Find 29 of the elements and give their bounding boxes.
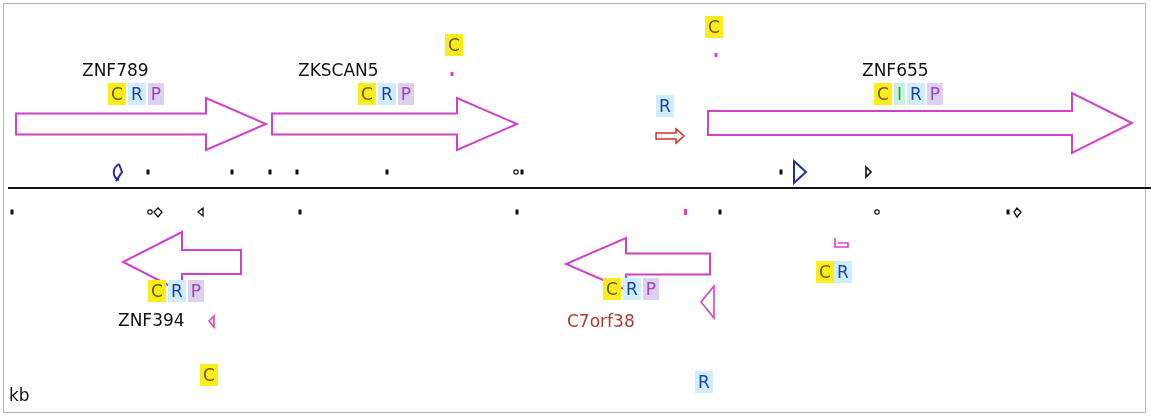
track-letter-badge: I [893, 83, 905, 105]
gene-name: ZKSCAN5 [298, 60, 379, 80]
track-letter-badge: R [377, 83, 396, 105]
track-letter-badge: R [906, 83, 925, 105]
track-letter-badge: P [147, 83, 164, 105]
track-letter-badge: C [148, 280, 166, 302]
track-letter-badge: R [656, 95, 674, 117]
track-letter-badge: C [705, 16, 723, 38]
track-letter-badge: R [834, 261, 852, 283]
gene-name: ZNF394 [118, 310, 185, 330]
track-letter-badge: R [127, 83, 146, 105]
track-letter-badge: P [187, 280, 204, 302]
track-letter-badge: R [622, 278, 641, 300]
track-letter-badge: C [108, 83, 126, 105]
gene-name: C7orf38 [567, 311, 635, 331]
track-letter-badge: C [200, 364, 218, 386]
gene-name: ZNF789 [82, 60, 149, 80]
track-letter-badge: C [874, 83, 892, 105]
track-letter-badge: R [167, 280, 186, 302]
track-letter-badge: R [695, 371, 713, 393]
track-letter-badge: P [642, 278, 659, 300]
scale-unit-label: kb [8, 384, 31, 406]
track-letter-badge: P [397, 83, 414, 105]
track-letter-badge: C [358, 83, 376, 105]
track-letter-badge: C [603, 278, 621, 300]
track-letter-badge: C [816, 261, 834, 283]
track-letter-badge: C [445, 34, 463, 56]
track-letter-badge: P [926, 83, 943, 105]
gene-name: ZNF655 [862, 60, 929, 80]
